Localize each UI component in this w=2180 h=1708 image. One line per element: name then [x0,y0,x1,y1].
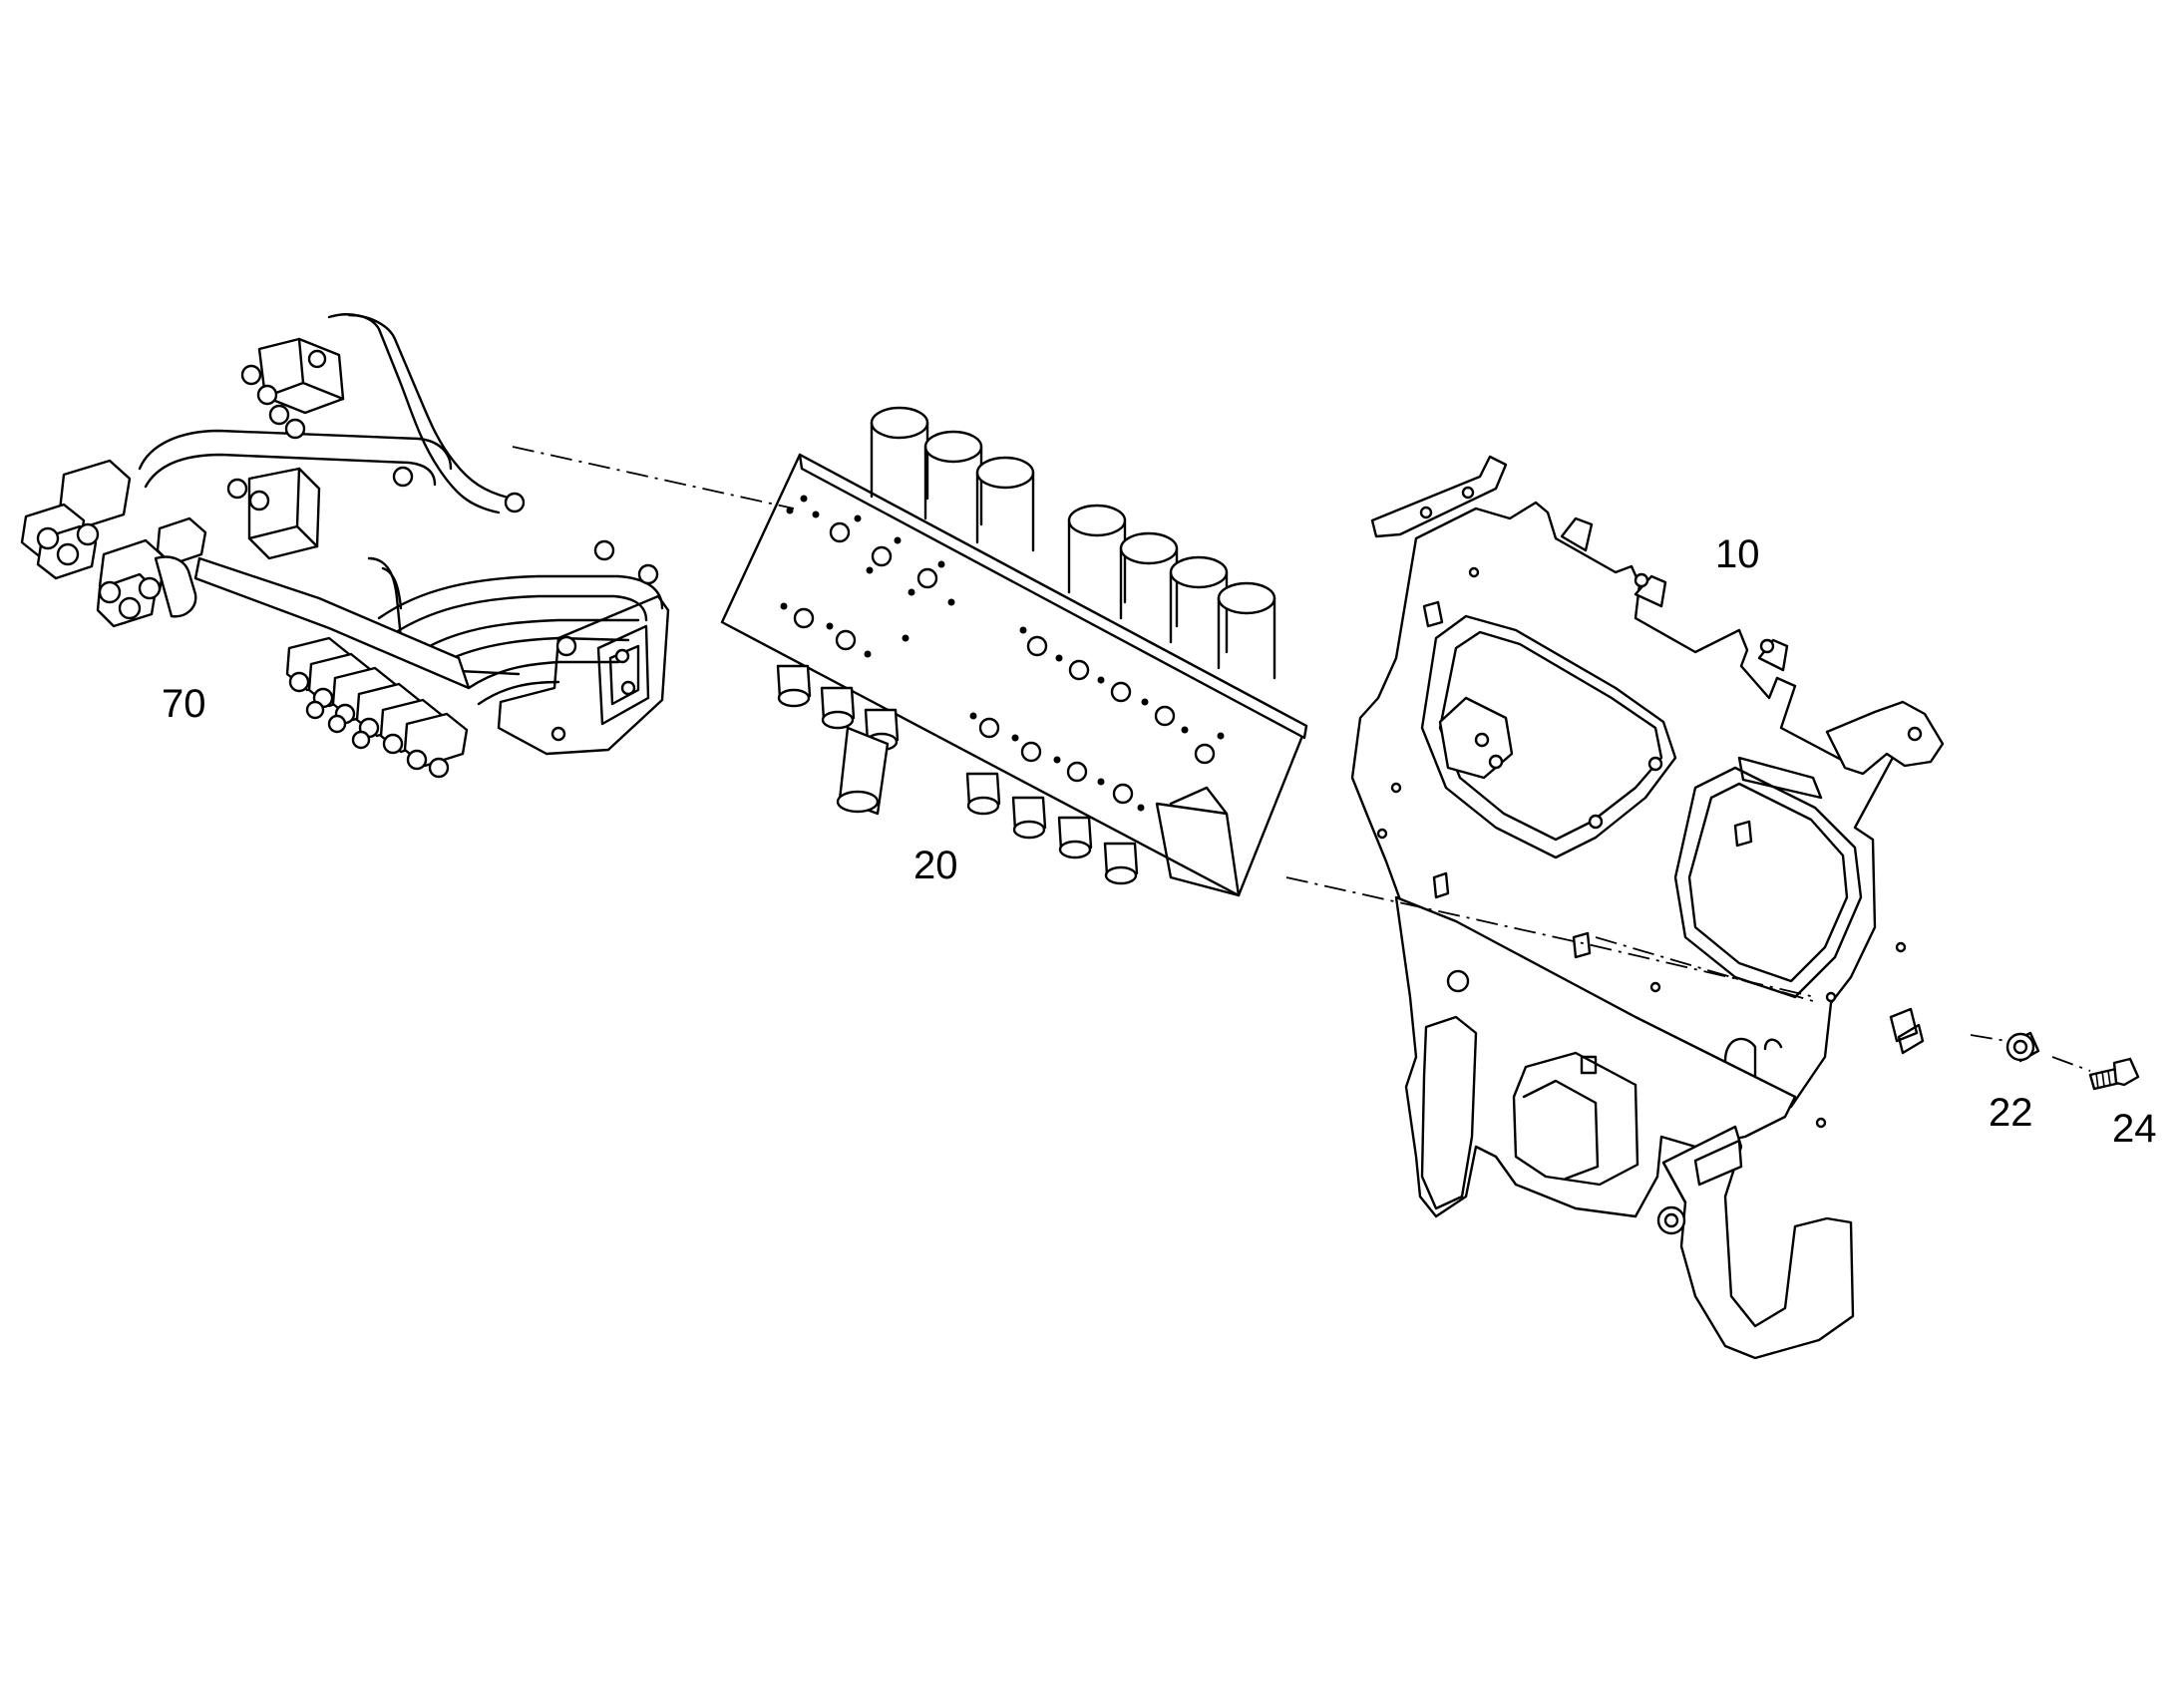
part-24-bolt [2088,1057,2140,1091]
callout-70: 70 [162,682,206,726]
callout-20: 20 [913,844,958,887]
callout-10: 10 [1715,532,1760,576]
callout-22: 22 [1989,1091,2033,1135]
callout-24: 24 [2112,1107,2157,1151]
part-22-spacer-bushing [2005,1031,2040,1063]
part-10-mounting-frame [1350,455,1945,1360]
part-70-hose-assembly [20,313,670,779]
assembly-centerlines [512,446,2091,1072]
part-20-valve-block [720,406,1308,897]
